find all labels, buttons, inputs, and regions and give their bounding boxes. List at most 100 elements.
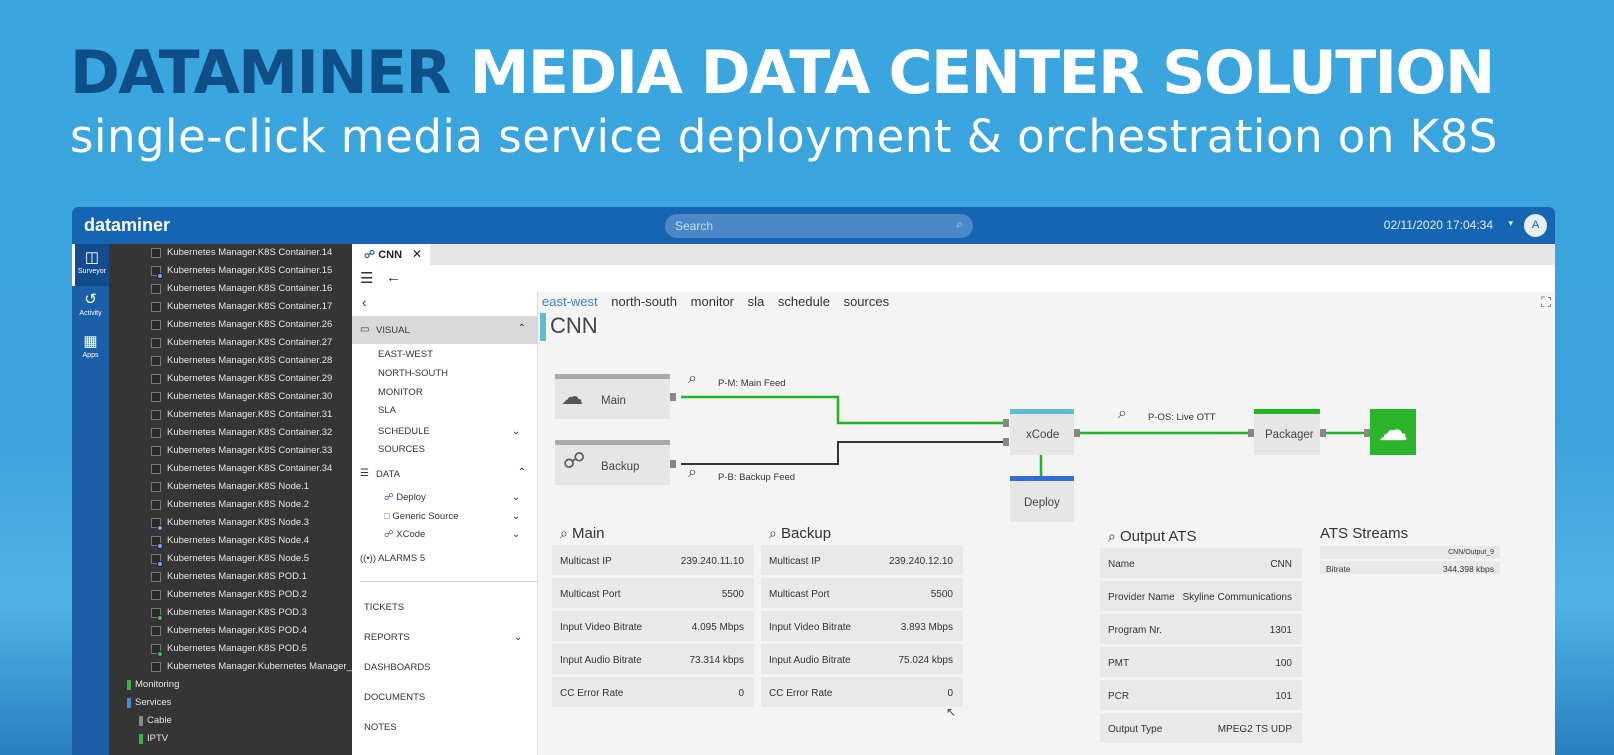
nav-item-sla[interactable]: SLA: [378, 405, 396, 416]
nav-item-notes[interactable]: NOTES: [364, 722, 397, 733]
nav-item-dashboards[interactable]: DASHBOARDS: [364, 662, 431, 673]
tree-item[interactable]: Kubernetes Manager.K8S Container.32: [109, 424, 352, 442]
nav-item-label: SOURCES: [378, 444, 425, 455]
tree-item[interactable]: Kubernetes Manager.K8S Container.26: [109, 316, 352, 334]
panel-title-label: Output ATS: [1120, 528, 1197, 545]
avatar[interactable]: A: [1524, 214, 1547, 237]
param-value: 101: [1275, 691, 1292, 702]
chevron-left-icon[interactable]: ‹: [362, 294, 367, 310]
chevron-down-icon[interactable]: ⌄: [512, 492, 521, 503]
param-key: PCR: [1108, 691, 1130, 702]
tree-item[interactable]: Kubernetes Manager.K8S Node.1: [109, 478, 352, 496]
nav-item-sources[interactable]: SOURCES: [378, 444, 425, 455]
search-input[interactable]: Search ⌕: [665, 214, 973, 238]
search-icon[interactable]: ⌕: [769, 525, 777, 541]
tree-item[interactable]: Kubernetes Manager.K8S Container.17: [109, 298, 352, 316]
nav-item-east-west[interactable]: EAST-WEST: [378, 349, 433, 360]
visual-tab-schedule[interactable]: schedule: [777, 294, 830, 309]
nav-item-generic-source[interactable]: □ Generic Source⌄: [384, 511, 520, 522]
tree-item[interactable]: Kubernetes Manager.K8S POD.2: [109, 586, 352, 604]
chevron-down-icon[interactable]: ⌄: [512, 511, 521, 522]
search-icon[interactable]: ⌕: [560, 525, 568, 541]
visual-tab-sources[interactable]: sources: [843, 294, 890, 309]
visual-tab-north-south[interactable]: north-south: [611, 294, 678, 309]
hero-title: DATAMINER MEDIA DATA CENTER SOLUTION: [70, 38, 1498, 108]
visual-tab-monitor[interactable]: monitor: [690, 294, 735, 309]
nav-item-deploy[interactable]: ☍ Deploy⌄: [384, 492, 520, 503]
tree-item[interactable]: Kubernetes Manager.Kubernetes Manager_K8…: [109, 658, 352, 676]
tree-item[interactable]: IPTV: [109, 730, 352, 748]
search-icon[interactable]: ⌕: [956, 217, 963, 231]
chevron-up-icon[interactable]: ⌃: [517, 467, 526, 478]
node-deploy[interactable]: Deploy: [1010, 476, 1074, 522]
node-backup[interactable]: ☍ Backup: [555, 440, 670, 485]
search-icon[interactable]: ⌕: [1108, 528, 1116, 544]
nav-section-data[interactable]: ☰ DATA ⌃: [352, 460, 538, 488]
hero-title-product: MEDIA DATA CENTER SOLUTION: [469, 38, 1496, 108]
tree-item[interactable]: Kubernetes Manager.K8S Container.31: [109, 406, 352, 424]
tree-item[interactable]: Services: [109, 694, 352, 712]
tree-item[interactable]: Kubernetes Manager.K8S Node.5: [109, 550, 352, 568]
apps-icon: ▦: [83, 333, 98, 350]
param-value: MPEG2 TS UDP: [1217, 724, 1292, 735]
nav-item-schedule[interactable]: SCHEDULE⌄: [378, 426, 520, 437]
chevron-down-icon[interactable]: ⌄: [514, 632, 523, 643]
chevron-down-icon[interactable]: ⌄: [512, 426, 521, 437]
tree-item[interactable]: Kubernetes Manager.K8S POD.4: [109, 622, 352, 640]
rail-surveyor[interactable]: ◫ Surveyor: [72, 244, 109, 286]
nav-item-xcode[interactable]: ☍ XCode⌄: [384, 529, 520, 540]
visual-tab-east-west[interactable]: east-west: [542, 294, 598, 309]
tree-item-label: Kubernetes Manager.K8S POD.4: [167, 625, 307, 636]
tree-item-label: Kubernetes Manager.K8S Node.1: [167, 481, 310, 492]
chevron-down-icon[interactable]: ▾: [1508, 218, 1513, 228]
search-icon[interactable]: ⌕: [688, 464, 697, 481]
nav-item-tickets[interactable]: TICKETS: [364, 602, 404, 613]
nav-item-monitor[interactable]: MONITOR: [378, 387, 423, 398]
tree-item[interactable]: Kubernetes Manager.K8S Container.15: [109, 262, 352, 280]
tree-item[interactable]: Kubernetes Manager.K8S POD.3: [109, 604, 352, 622]
node-xcode[interactable]: xCode: [1010, 409, 1074, 455]
tree-item[interactable]: Kubernetes Manager.K8S Container.14: [109, 244, 352, 262]
tree-item[interactable]: Kubernetes Manager.K8S Container.34: [109, 460, 352, 478]
hamburger-icon[interactable]: ☰: [360, 270, 374, 287]
nav-item-reports[interactable]: REPORTS⌄: [364, 632, 522, 643]
status-bar-icon: [127, 698, 131, 708]
cloud-output[interactable]: ☁: [1370, 409, 1416, 455]
mouse-cursor-icon: ↖: [946, 705, 957, 719]
node-main[interactable]: ☁ Main: [555, 374, 670, 419]
tree-item[interactable]: Kubernetes Manager.K8S Container.27: [109, 334, 352, 352]
tree-item[interactable]: Kubernetes Manager.K8S Container.28: [109, 352, 352, 370]
search-icon[interactable]: ⌕: [1118, 405, 1127, 422]
nav-section-visual[interactable]: ▭ VISUAL ⌃: [352, 316, 538, 344]
nav-item-north-south[interactable]: NORTH-SOUTH: [378, 368, 448, 379]
visual-tab-sla[interactable]: sla: [747, 294, 765, 309]
close-icon[interactable]: ✕: [411, 247, 422, 261]
chevron-down-icon[interactable]: ⌄: [512, 529, 521, 540]
nav-item-alarms[interactable]: ((•)) ALARMS 5: [360, 553, 425, 564]
nav-item-documents[interactable]: DOCUMENTS: [364, 692, 425, 703]
tree-item[interactable]: Kubernetes Manager.K8S POD.1: [109, 568, 352, 586]
tab-cnn[interactable]: ☍ CNN ✕: [352, 244, 430, 265]
rail-activity[interactable]: ↺ Activity: [72, 286, 109, 328]
tree-item[interactable]: Kubernetes Manager.K8S Node.4: [109, 532, 352, 550]
tree-item[interactable]: Kubernetes Manager.K8S Container.29: [109, 370, 352, 388]
tree-item-label: Kubernetes Manager.K8S Container.28: [167, 355, 333, 366]
node-packager[interactable]: Packager: [1254, 409, 1320, 455]
tree-item[interactable]: Kubernetes Manager.K8S Container.33: [109, 442, 352, 460]
search-icon[interactable]: ⌕: [688, 370, 697, 387]
tree-item[interactable]: Kubernetes Manager.K8S Node.3: [109, 514, 352, 532]
tree-item[interactable]: Kubernetes Manager.K8S POD.5: [109, 640, 352, 658]
tree-item[interactable]: Cable: [109, 712, 352, 730]
port: [1003, 419, 1009, 427]
chevron-up-icon[interactable]: ⌃: [517, 323, 526, 334]
fullscreen-icon[interactable]: ⛶: [1541, 294, 1551, 310]
rail-apps[interactable]: ▦ Apps: [72, 328, 109, 370]
tree-item[interactable]: Monitoring: [109, 676, 352, 694]
param-value: 75.024 kbps: [898, 655, 954, 666]
tree-item[interactable]: Kubernetes Manager.K8S Container.16: [109, 280, 352, 298]
title-accent-bar: [540, 313, 546, 341]
back-arrow-icon[interactable]: ←: [386, 269, 401, 286]
tree-item[interactable]: Kubernetes Manager.K8S Container.30: [109, 388, 352, 406]
tree-item-label: Kubernetes Manager.K8S Container.33: [167, 445, 333, 456]
tree-item[interactable]: Kubernetes Manager.K8S Node.2: [109, 496, 352, 514]
